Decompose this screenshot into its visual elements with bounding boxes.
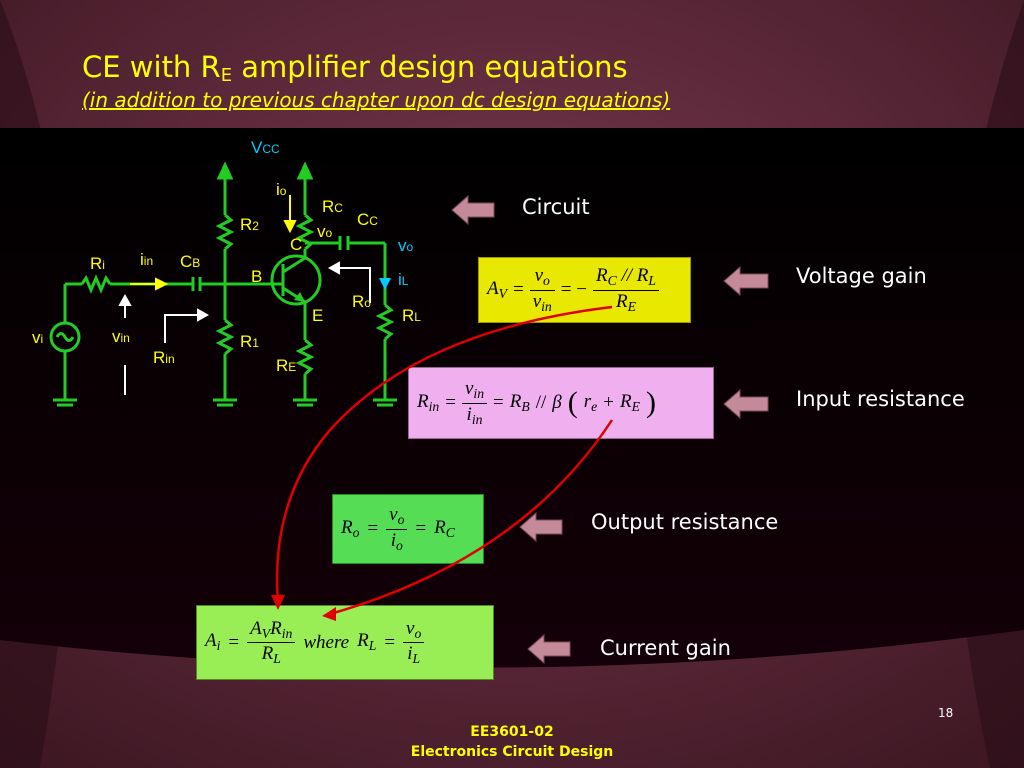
voltage-gain-label: Voltage gain (796, 264, 927, 288)
base-label: B (251, 267, 263, 286)
cc-label: CC (357, 210, 378, 229)
vin-label: vin (112, 327, 130, 346)
ri-label: Ri (90, 254, 105, 273)
il-label: iL (398, 270, 409, 289)
rc-label: RC (322, 197, 343, 216)
page-number: 18 (938, 706, 954, 720)
course-code: EE3601-02 (470, 724, 554, 740)
rin-label: Rin (153, 348, 175, 367)
current-gain-label: Current gain (600, 636, 731, 660)
circuit-label: Circuit (522, 195, 590, 219)
slide-title: CE with RE amplifier design equations (82, 50, 628, 86)
cb-label: CB (180, 252, 201, 271)
vcc-label: VCC (251, 138, 280, 157)
slide-subtitle: (in addition to previous chapter upon dc… (82, 88, 671, 112)
r2-label: R2 (240, 215, 259, 234)
circuit-pointer-arrow (451, 194, 495, 226)
vo-mid-label: vo (317, 222, 333, 241)
rl-label: RL (402, 306, 421, 325)
current-gain-pointer-arrow (527, 633, 571, 665)
re-label: RE (276, 356, 297, 375)
output-resistance-label: Output resistance (591, 510, 779, 534)
r1-label: R1 (240, 332, 259, 351)
iin-label: iin (140, 250, 154, 269)
course-name: Electronics Circuit Design (410, 744, 614, 760)
emitter-label: E (312, 306, 324, 325)
output-resistance-pointer-arrow (519, 511, 563, 543)
voltage-gain-pointer-arrow (723, 265, 769, 297)
input-resistance-pointer-arrow (723, 388, 769, 420)
red-arrow-to-rin (329, 419, 614, 616)
ro-label: Ro (352, 292, 371, 311)
io-label: io (276, 180, 287, 199)
vi-label: vi (32, 328, 44, 347)
input-resistance-label: Input resistance (796, 387, 965, 411)
red-arrow-to-av (275, 305, 613, 604)
collector-label: C (290, 235, 303, 254)
vo-out-label: vo (398, 236, 414, 255)
